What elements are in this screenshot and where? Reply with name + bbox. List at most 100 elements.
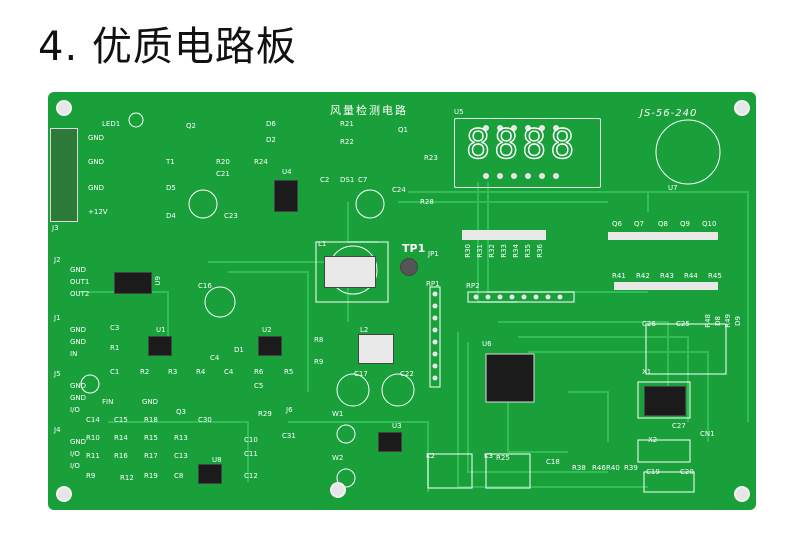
ic-u2: [258, 336, 282, 356]
label-d5: D5: [166, 184, 176, 192]
label-d9: D9: [734, 316, 742, 326]
label-r5: R5: [284, 368, 294, 376]
label-r49: R49: [724, 314, 732, 328]
label-c25: C25: [676, 320, 690, 328]
label-r6: R6: [254, 368, 264, 376]
label-r35: R35: [524, 244, 532, 258]
label-c15: C15: [114, 416, 128, 424]
label-r12: R12: [120, 474, 134, 482]
label-r29: R29: [258, 410, 272, 418]
label-c16: C16: [198, 282, 212, 290]
label-c22: C22: [400, 370, 414, 378]
ic-u3: [378, 432, 402, 452]
label-k3: K3: [484, 452, 494, 460]
label-r38: R38: [572, 464, 586, 472]
label-c19: C19: [646, 468, 660, 476]
label-r33: R33: [500, 244, 508, 258]
label-u3: U3: [392, 422, 402, 430]
label-c1: C1: [110, 368, 120, 376]
label-r31: R31: [476, 244, 484, 258]
label-c7: C7: [358, 176, 368, 184]
label-u8: U8: [212, 456, 222, 464]
label-out1: OUT1: [70, 278, 90, 286]
label-12v: +12V: [88, 208, 108, 216]
label-r4: R4: [196, 368, 206, 376]
label-c12: C12: [244, 472, 258, 480]
inductor-l2: [358, 334, 394, 364]
label-d6: D6: [266, 120, 276, 128]
label-j5: J5: [54, 370, 61, 378]
label-j4-io-2: I/O: [70, 462, 80, 470]
label-r40: R40: [606, 464, 620, 472]
label-d4: D4: [166, 212, 176, 220]
label-q10: Q10: [702, 220, 717, 228]
label-c24: C24: [392, 186, 406, 194]
label-r3: R3: [168, 368, 178, 376]
label-u9: U9: [154, 276, 162, 286]
label-c8: C8: [174, 472, 184, 480]
label-gnd-3: GND: [88, 184, 105, 192]
label-r1: R1: [110, 344, 120, 352]
label-d8: D8: [714, 316, 722, 326]
label-j6: J6: [286, 406, 293, 414]
label-w1: W1: [332, 410, 344, 418]
mounting-hole-bottom-left: [56, 486, 72, 502]
label-r15: R15: [144, 434, 158, 442]
label-fin-gnd: GND: [142, 398, 159, 406]
label-d2: D2: [266, 136, 276, 144]
label-tp1: TP1: [402, 242, 426, 255]
label-q7: Q7: [634, 220, 644, 228]
label-r24: R24: [254, 158, 268, 166]
label-r48: R48: [704, 314, 712, 328]
mounting-hole-bottom-middle: [330, 482, 346, 498]
label-r21: R21: [340, 120, 354, 128]
label-q2: Q2: [186, 122, 196, 130]
label-u2: U2: [262, 326, 272, 334]
page-heading: 4. 优质电路板: [38, 24, 297, 70]
label-r16: R16: [114, 452, 128, 460]
label-c30: C30: [198, 416, 212, 424]
label-q3: Q3: [176, 408, 186, 416]
label-r45: R45: [708, 272, 722, 280]
mounting-hole-top-left: [56, 100, 72, 116]
label-r20: R20: [216, 158, 230, 166]
label-r28: R28: [420, 198, 434, 206]
label-k2: K2: [426, 452, 436, 460]
label-r32: R32: [488, 244, 496, 258]
board-model: JS-56-240: [640, 108, 698, 119]
board-title: 风量检测电路: [330, 104, 408, 117]
label-j1: J1: [54, 314, 61, 322]
label-r2: R2: [140, 368, 150, 376]
label-c5: C5: [254, 382, 264, 390]
label-w2: W2: [332, 454, 344, 462]
label-gnd-2: GND: [88, 158, 105, 166]
label-r18: R18: [144, 416, 158, 424]
label-r11: R11: [86, 452, 100, 460]
label-c27: C27: [672, 422, 686, 430]
label-r25: R25: [496, 454, 510, 462]
test-point-tp1: [400, 258, 418, 276]
label-r19: R19: [144, 472, 158, 480]
seven-segment-display-outline: [454, 118, 601, 188]
label-j5-io: I/O: [70, 406, 80, 414]
label-fin: FIN: [102, 398, 114, 406]
label-l2: L2: [360, 326, 369, 334]
label-t1: T1: [166, 158, 175, 166]
label-jp1: JP1: [428, 250, 439, 258]
label-r14: R14: [114, 434, 128, 442]
ic-u4: [274, 180, 298, 212]
label-j5-gnd-1: GND: [70, 382, 87, 390]
q-transistor-pads: [608, 232, 718, 240]
label-u1: U1: [156, 326, 166, 334]
ic-u9: [114, 272, 152, 294]
ic-u1: [148, 336, 172, 356]
label-r39: R39: [624, 464, 638, 472]
label-x2: X2: [648, 436, 658, 444]
label-c11: C11: [244, 450, 258, 458]
label-u4: U4: [282, 168, 292, 176]
label-c4: C4: [210, 354, 220, 362]
label-rp1: RP1: [426, 280, 440, 288]
label-c4b: C4: [224, 368, 234, 376]
label-u6: U6: [482, 340, 492, 348]
label-r34: R34: [512, 244, 520, 258]
